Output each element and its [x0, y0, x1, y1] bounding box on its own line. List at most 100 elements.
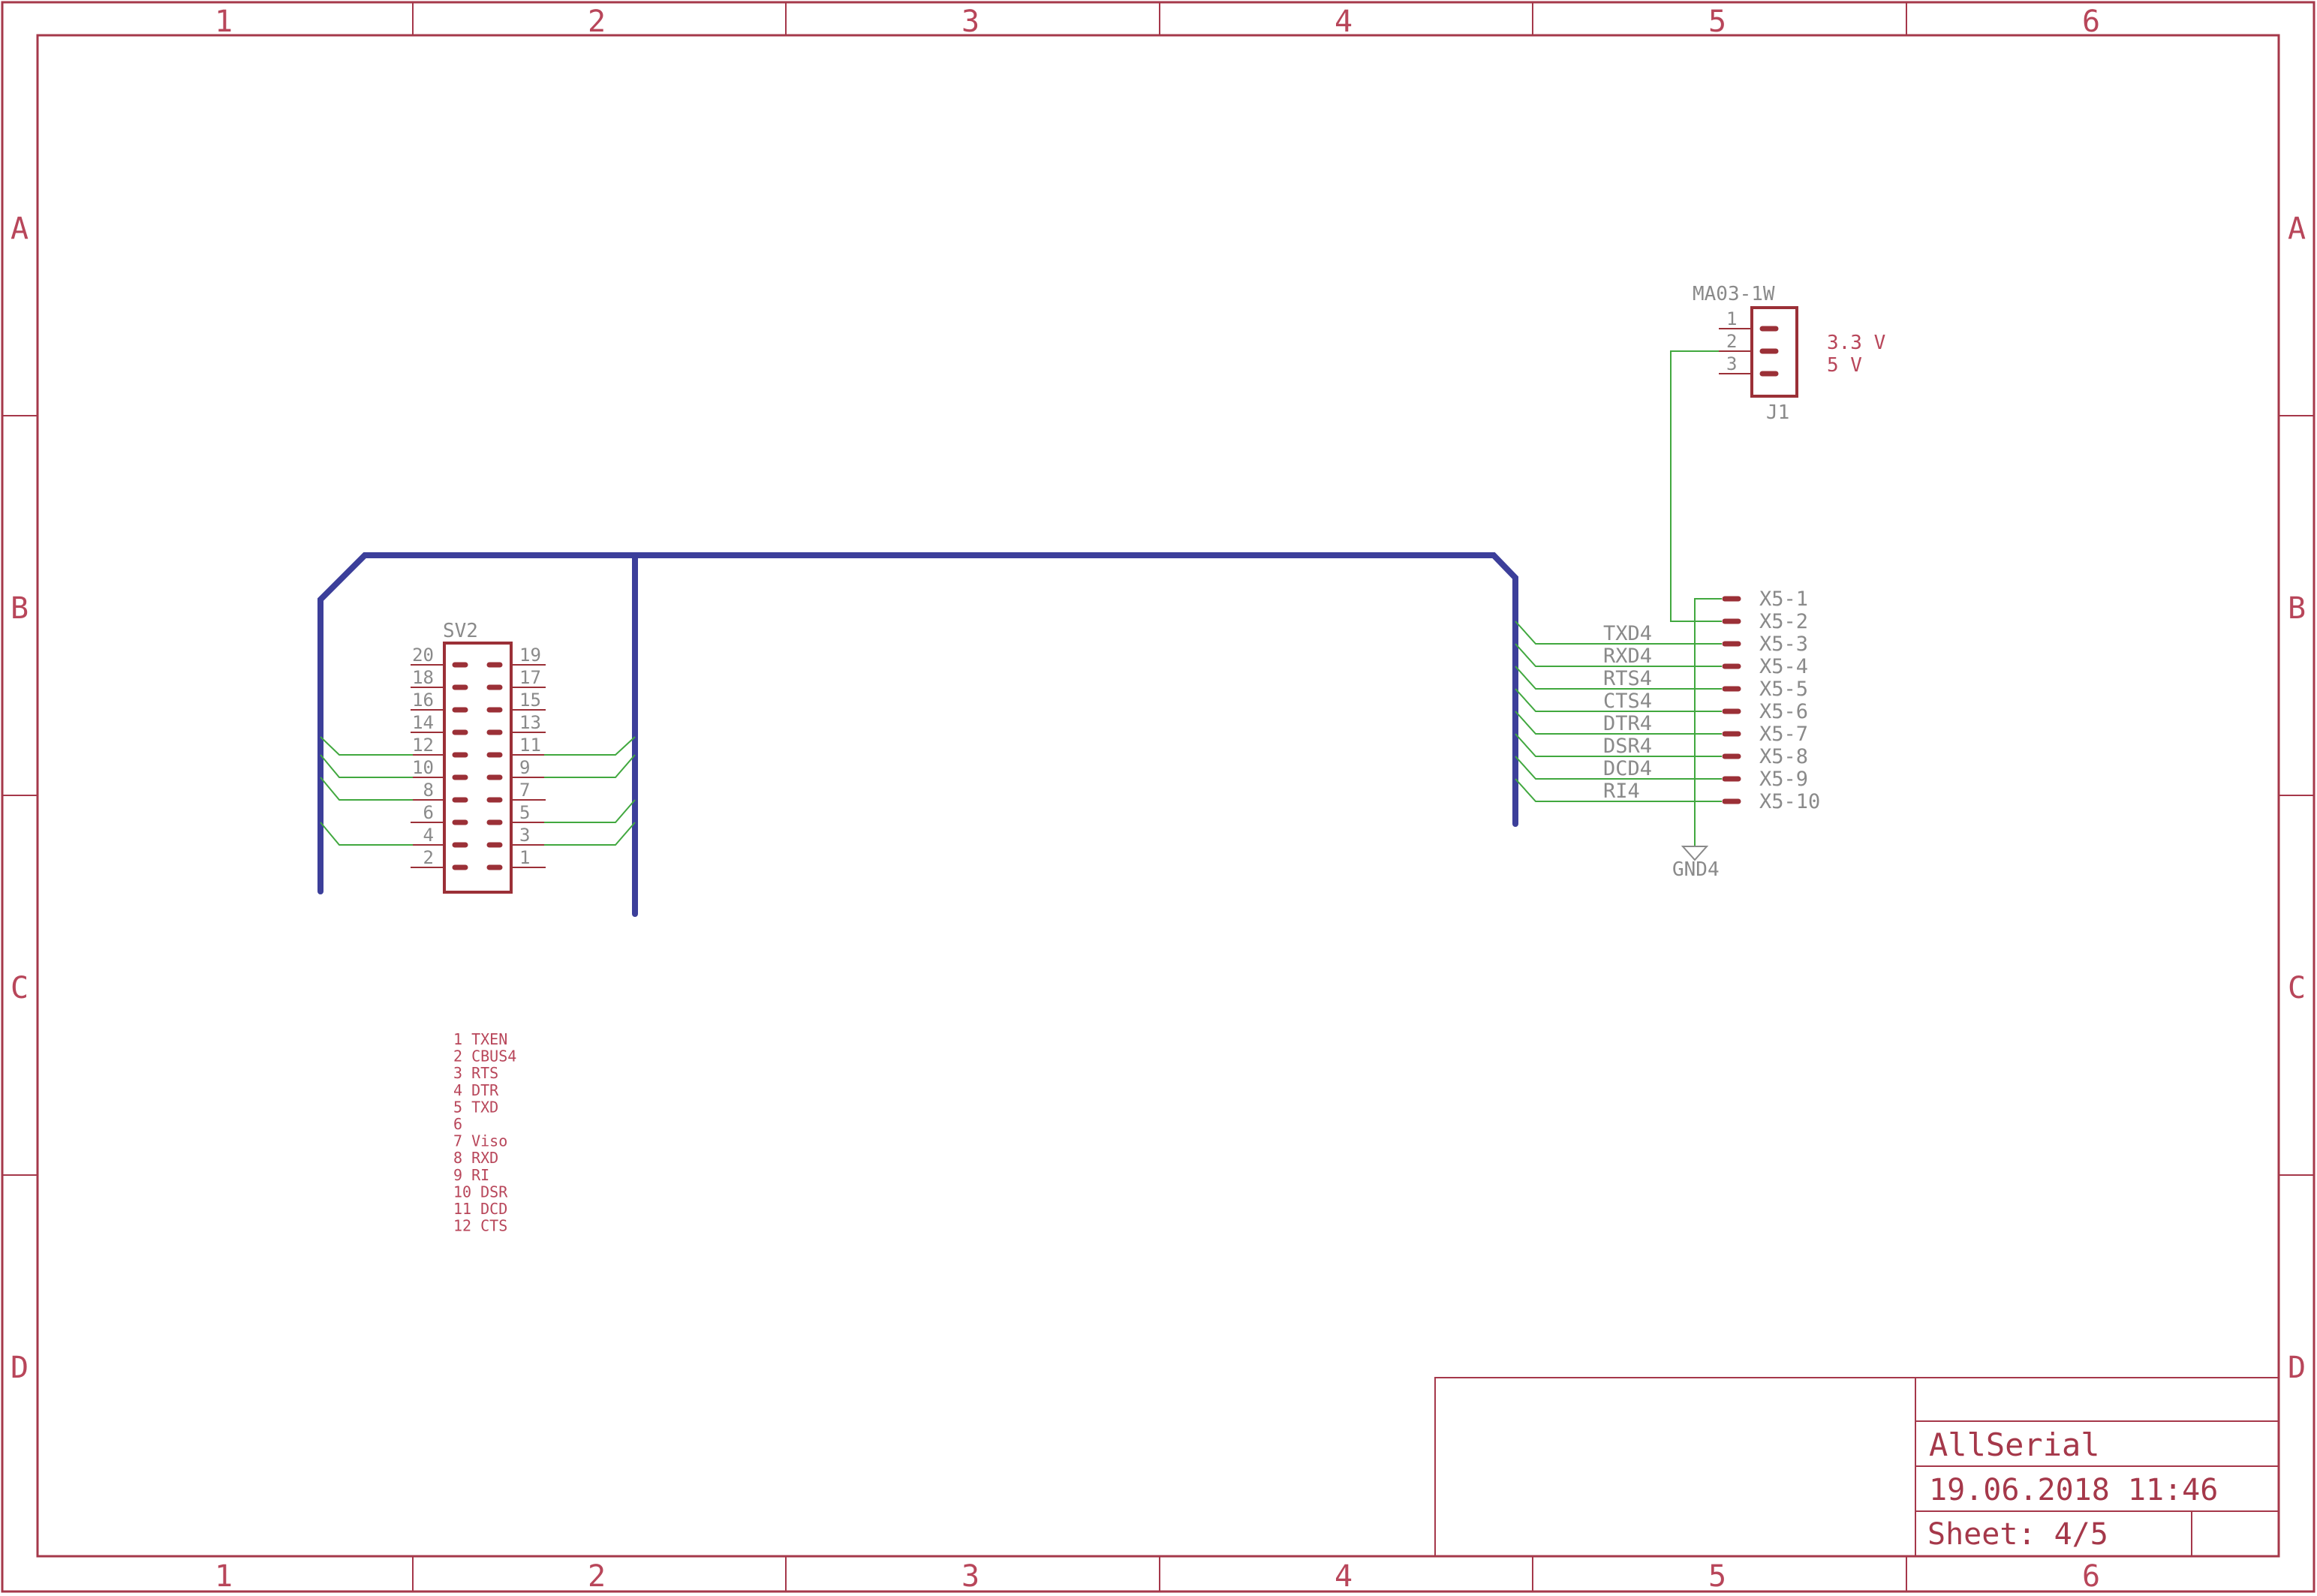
x5-pin-label: X5-4 [1759, 655, 1808, 678]
net-label: DCD4 [1603, 757, 1652, 780]
sv2-nets [320, 736, 636, 846]
pinout-note: 6 [453, 1115, 462, 1133]
x5-pins: X5-1X5-2X5-3X5-4X5-5X5-6X5-7X5-8X5-9X5-1… [1722, 588, 1820, 813]
net-wire [1515, 643, 1722, 667]
zone-row-left: D [11, 1351, 29, 1385]
net-label: RI4 [1603, 780, 1640, 803]
jumper-option-5v: 5 V [1827, 354, 1862, 377]
net-wire [1515, 756, 1722, 780]
ground-icon [1681, 846, 1709, 861]
x5-pin-label: X5-2 [1759, 610, 1808, 633]
x5-pin-label: X5-3 [1759, 633, 1808, 656]
net-wire [544, 736, 636, 756]
net-label: DTR4 [1603, 712, 1652, 735]
zone-col-top: 5 [1708, 5, 1726, 39]
sv2-pin-number: 7 [519, 780, 530, 801]
x5-pin-label: X5-5 [1759, 678, 1808, 701]
sv2-pin-number: 17 [519, 667, 541, 688]
zone-row-right: A [2288, 212, 2306, 246]
net-wire [544, 754, 636, 778]
net-wire [320, 736, 413, 756]
sv2-pin-number: 16 [412, 690, 434, 711]
zone-col-top: 4 [1335, 5, 1353, 39]
sv2-pin-number: 5 [519, 802, 530, 823]
sv2-pin-number: 6 [423, 802, 434, 823]
zone-col-bottom: 6 [2082, 1559, 2100, 1594]
pinout-note: 3 RTS [453, 1064, 498, 1082]
zone-row-right: B [2288, 591, 2306, 626]
pinout-note: 12 CTS [453, 1217, 507, 1235]
zone-col-top: 6 [2082, 5, 2100, 39]
zone-labels: 1 2 3 4 5 6 1 2 3 4 5 6 A B C D A B C D [11, 5, 2306, 1594]
jumper-pin-number: 1 [1726, 308, 1737, 329]
pinout-note: 10 DSR [453, 1183, 508, 1201]
net-wire [1515, 733, 1722, 757]
sv2-pin-number: 15 [519, 690, 541, 711]
zone-col-top: 3 [961, 5, 979, 39]
net-wire [1515, 688, 1722, 712]
pinout-note: 1 TXEN [453, 1030, 507, 1048]
sv2-pin-number: 8 [423, 780, 434, 801]
bus-lines [317, 552, 1518, 917]
net-wire [320, 777, 413, 801]
sv2-ref-label: SV2 [443, 620, 478, 642]
sv2-pin-number: 4 [423, 825, 434, 846]
x5-pin-label: X5-10 [1759, 790, 1820, 813]
sv2-pin-number: 19 [519, 645, 541, 666]
sv2-pin-number: 13 [519, 712, 541, 733]
zone-col-bottom: 2 [588, 1559, 606, 1594]
net-label: RXD4 [1603, 645, 1652, 668]
zone-col-top: 1 [215, 5, 233, 39]
net-label: TXD4 [1603, 622, 1652, 645]
sv2-pin-number: 3 [519, 825, 530, 846]
x5-connector: X5-1X5-2X5-3X5-4X5-5X5-6X5-7X5-8X5-9X5-1… [1515, 588, 1820, 813]
jumper-option-3v3: 3.3 V [1827, 332, 1885, 354]
sv2-pin-number: 2 [423, 847, 434, 868]
title-block: AllSerial 19.06.2018 11:46 Sheet: 4/5 [1434, 1377, 2279, 1557]
sv2-pin-number: 11 [519, 735, 541, 756]
zone-col-bottom: 4 [1335, 1559, 1353, 1594]
x5-pin-label: X5-8 [1759, 745, 1808, 768]
sv2-pin-number: 10 [412, 757, 434, 778]
pinout-note: 5 TXD [453, 1098, 498, 1116]
jumper-pin-number: 2 [1726, 331, 1737, 352]
sv2-pin-number: 1 [519, 847, 530, 868]
net-label: RTS4 [1603, 667, 1652, 690]
zone-col-top: 2 [588, 5, 606, 39]
net-wire [1515, 666, 1722, 690]
jumper-pin-number: 3 [1726, 353, 1737, 374]
net-label: CTS4 [1603, 690, 1652, 713]
net-wire [544, 799, 636, 823]
zone-row-right: C [2288, 971, 2306, 1005]
x5-pin-label: X5-7 [1759, 723, 1808, 746]
net-wire [320, 822, 413, 846]
net-label: DSR4 [1603, 735, 1652, 758]
net-wire [1515, 621, 1722, 645]
sv2-pin-number: 9 [519, 757, 530, 778]
zone-row-right: D [2288, 1351, 2306, 1385]
net-wire [544, 822, 636, 846]
sv2-pin-number: 14 [412, 712, 434, 733]
sv2-pin-number: 20 [412, 645, 434, 666]
pinout-note: 9 RI [453, 1166, 489, 1184]
x5-pin-label: X5-1 [1759, 588, 1808, 611]
gnd-label: GND4 [1672, 858, 1720, 881]
net-wire [1515, 711, 1722, 735]
pinout-note: 2 CBUS4 [453, 1047, 516, 1066]
zone-col-bottom: 1 [215, 1559, 233, 1594]
gnd4-symbol: GND4 [1672, 598, 1722, 881]
jumper-j1: MA03-1W 1 2 3 J1 3.3 V 5 V [1693, 283, 1885, 424]
title-block-name: AllSerial [1929, 1426, 2100, 1463]
zone-row-left: C [11, 971, 29, 1005]
sv2-pin-number: 18 [412, 667, 434, 688]
title-block-date: 19.06.2018 11:46 [1929, 1473, 2218, 1507]
pinout-note: 4 DTR [453, 1081, 499, 1099]
zone-col-bottom: 5 [1708, 1559, 1726, 1594]
net-wire [1515, 778, 1722, 802]
sv2-pin-number: 12 [412, 735, 434, 756]
